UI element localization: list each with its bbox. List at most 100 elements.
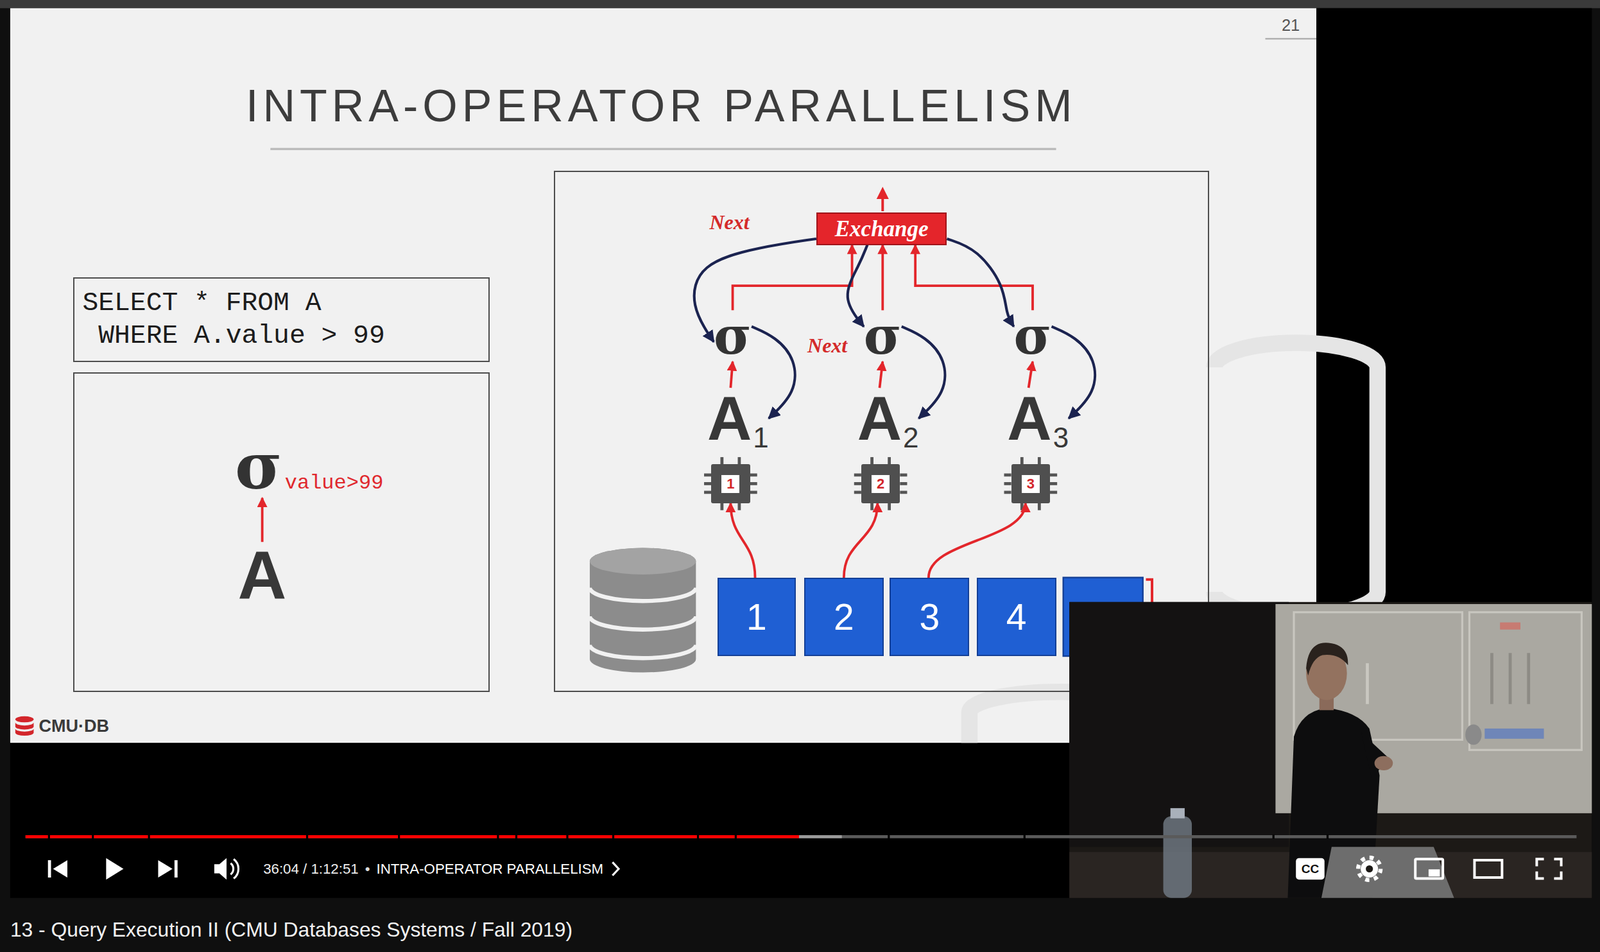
cpu-pins bbox=[720, 456, 724, 465]
table-scan: A1 bbox=[707, 387, 769, 450]
projected-slide bbox=[1469, 612, 1582, 751]
progress-bar bbox=[48, 834, 51, 839]
exchange-output-arrow bbox=[876, 186, 889, 212]
cpu-pins bbox=[1003, 473, 1011, 477]
progress-bar bbox=[25, 834, 1577, 839]
plan-panel: σvalue>99A bbox=[73, 372, 490, 692]
progress-bar bbox=[148, 834, 151, 839]
cpu-pins bbox=[704, 490, 712, 495]
parallel-plan-panel: ExchangeσσσA1A2A31231234 bbox=[553, 170, 1210, 692]
cpu-pins bbox=[854, 473, 862, 477]
lecturer bbox=[1287, 642, 1393, 898]
logo-icon bbox=[15, 728, 35, 736]
partition-bracket bbox=[1145, 579, 1153, 662]
cpu-pins bbox=[1049, 473, 1058, 477]
lecturer bbox=[1319, 693, 1334, 710]
projected-slide bbox=[1293, 612, 1463, 740]
cpu-pins bbox=[870, 503, 874, 511]
separator-dot: • bbox=[365, 860, 371, 878]
cpu-pins bbox=[750, 490, 758, 495]
projected-slide bbox=[1275, 603, 1592, 814]
miniplayer-button bbox=[1415, 858, 1443, 878]
cpu-pins bbox=[887, 456, 891, 465]
cpu-pins bbox=[1037, 503, 1041, 511]
cpu-pins bbox=[899, 473, 907, 477]
captions-label: CC bbox=[1301, 862, 1320, 875]
cpu-pins bbox=[704, 456, 1058, 511]
table-scan: A2 bbox=[857, 387, 920, 450]
block-number: 2 bbox=[833, 598, 855, 636]
cpu-pins bbox=[899, 490, 907, 495]
progress-bar bbox=[696, 834, 699, 839]
progress-bar bbox=[734, 834, 737, 839]
next-call-arrow bbox=[751, 326, 796, 419]
lecturer bbox=[1306, 646, 1348, 701]
progress-bar bbox=[799, 834, 843, 839]
progress-bar bbox=[1023, 834, 1026, 839]
query-box: SELECT * FROM A WHERE A.value > 99 bbox=[73, 277, 490, 362]
progress-bar bbox=[1326, 834, 1329, 839]
database-cylinder bbox=[589, 616, 696, 630]
blackboard bbox=[1069, 602, 1289, 847]
slide-watermark bbox=[969, 691, 1153, 743]
progress-bar bbox=[91, 834, 94, 839]
progress-bar bbox=[397, 834, 400, 839]
database-cylinder bbox=[589, 548, 696, 673]
fullscreen-button bbox=[1536, 858, 1561, 878]
cpu-pins bbox=[854, 490, 862, 495]
water-bottle bbox=[1163, 808, 1193, 898]
logo-wordmark: CMU·DB bbox=[38, 715, 110, 737]
lecturer bbox=[1287, 707, 1380, 898]
data-flow-arrow bbox=[915, 245, 1033, 311]
volume-button bbox=[214, 858, 239, 880]
cpu-pins bbox=[1003, 481, 1011, 486]
cpu-core: 1 bbox=[711, 464, 750, 503]
predicate: value>99 bbox=[284, 471, 384, 495]
theater-button bbox=[1474, 860, 1502, 878]
cpu-pins bbox=[1020, 456, 1024, 465]
projected-slide bbox=[1275, 603, 1592, 814]
cpu-core: 2 bbox=[861, 464, 900, 503]
settings-button bbox=[1358, 857, 1381, 880]
next-button bbox=[174, 860, 178, 878]
cpu-pins bbox=[738, 503, 742, 511]
page-number-rule bbox=[1265, 37, 1317, 40]
table-scan: A bbox=[237, 541, 287, 610]
table-block bbox=[1063, 577, 1144, 656]
sql-query: SELECT * FROM A WHERE A.value > 99 bbox=[82, 286, 393, 353]
projected-slide bbox=[1491, 652, 1529, 704]
next-call-arrow bbox=[946, 238, 1014, 327]
settings-button bbox=[1365, 865, 1373, 873]
slide-watermark bbox=[969, 342, 1378, 743]
data-flow-arrow bbox=[730, 503, 755, 578]
title-rule bbox=[270, 147, 1056, 150]
progress-bar bbox=[25, 834, 800, 839]
slide-title: INTRA-OPERATOR PARALLELISM bbox=[245, 83, 1077, 129]
slide-ground bbox=[10, 8, 1317, 743]
progress-bar bbox=[566, 834, 568, 839]
chapter-title: INTRA-OPERATOR PARALLELISM bbox=[376, 860, 604, 878]
play-button bbox=[105, 858, 124, 880]
table-name: A bbox=[857, 383, 902, 453]
volume-button bbox=[230, 863, 233, 875]
next-call-arrow bbox=[901, 326, 946, 419]
projected-slide bbox=[1484, 728, 1544, 739]
time-display: 36:04 / 1:12:51 bbox=[263, 860, 359, 878]
slide-watermark bbox=[1214, 342, 1378, 617]
cpu-pins bbox=[1049, 481, 1058, 486]
logo-icon bbox=[15, 716, 35, 736]
data-flow-arrow bbox=[732, 245, 853, 311]
cpu-pins bbox=[704, 473, 712, 477]
progress-bar bbox=[515, 834, 518, 839]
previous-button bbox=[53, 860, 68, 878]
cpu-pins bbox=[1003, 490, 1011, 495]
table-block: 2 bbox=[804, 577, 884, 656]
settings-button bbox=[1360, 860, 1378, 878]
database-cylinder bbox=[589, 548, 696, 575]
webcam-inset bbox=[1069, 602, 1592, 898]
operator-symbol: σ bbox=[1014, 305, 1052, 366]
previous-button bbox=[48, 860, 68, 878]
selection-operator: σvalue>99 bbox=[234, 433, 384, 499]
exchange-operator: Exchange bbox=[816, 212, 948, 246]
